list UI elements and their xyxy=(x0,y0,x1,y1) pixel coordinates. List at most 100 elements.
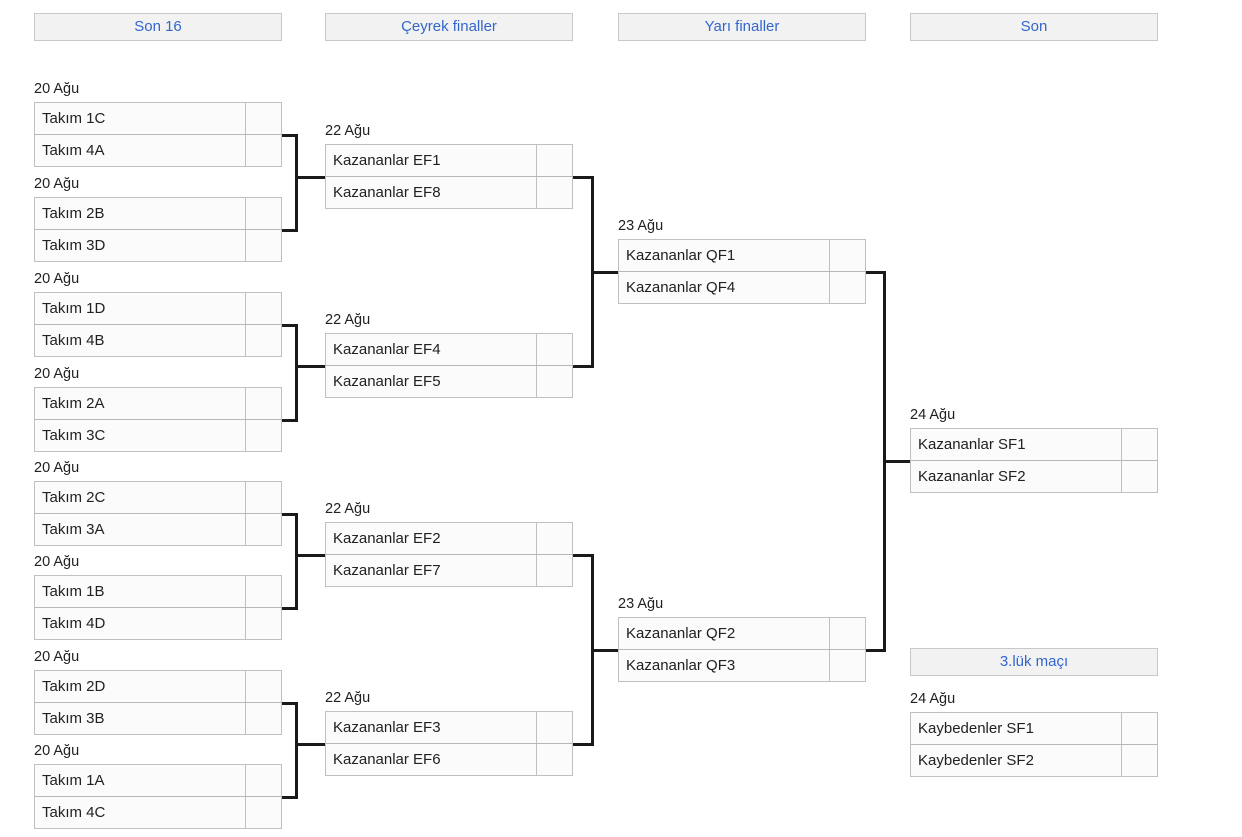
score-cell[interactable] xyxy=(829,272,865,304)
match-row-top[interactable]: Takım 1D xyxy=(35,293,281,325)
score-cell[interactable] xyxy=(829,240,865,271)
match-row-top[interactable]: Kazananlar EF3 xyxy=(326,712,572,744)
match-row-top[interactable]: Takım 2A xyxy=(35,388,281,420)
round-header-final[interactable]: Son xyxy=(910,13,1158,41)
match-row-bottom[interactable]: Kaybedenler SF2 xyxy=(911,745,1157,777)
team-name: Kazananlar EF2 xyxy=(333,529,441,547)
round-header-semifinals[interactable]: Yarı finaller xyxy=(618,13,866,41)
match-row-bottom[interactable]: Takım 3A xyxy=(35,514,281,546)
match-row-bottom[interactable]: Kazananlar QF3 xyxy=(619,650,865,682)
score-cell[interactable] xyxy=(245,576,281,607)
match-row-top[interactable]: Takım 1A xyxy=(35,765,281,797)
match-row-bottom[interactable]: Takım 4B xyxy=(35,325,281,357)
connector-stub-sf-final-1 xyxy=(866,649,886,652)
match-row-bottom[interactable]: Takım 3C xyxy=(35,420,281,452)
match-row-top[interactable]: Kaybedenler SF1 xyxy=(911,713,1157,745)
match-row-top[interactable]: Kazananlar SF1 xyxy=(911,429,1157,461)
score-cell[interactable] xyxy=(536,177,572,209)
team-name: Takım 2D xyxy=(42,677,106,695)
match-row-bottom[interactable]: Kazananlar EF7 xyxy=(326,555,572,587)
score-cell[interactable] xyxy=(245,765,281,796)
team-name: Kazananlar QF1 xyxy=(626,246,736,264)
match-row-bottom[interactable]: Takım 4C xyxy=(35,797,281,829)
score-cell[interactable] xyxy=(245,671,281,702)
score-cell[interactable] xyxy=(245,230,281,262)
match-date: 24 Ağu xyxy=(910,407,956,423)
score-cell[interactable] xyxy=(245,388,281,419)
round-header-third-place[interactable]: 3.lük maçı xyxy=(910,648,1158,676)
match-row-bottom[interactable]: Takım 4A xyxy=(35,135,281,167)
match-row-bottom[interactable]: Kazananlar EF8 xyxy=(326,177,572,209)
match-date: 20 Ağu xyxy=(34,743,80,759)
score-cell[interactable] xyxy=(1121,429,1157,460)
team-name: Takım 4B xyxy=(42,332,105,349)
match-row-bottom[interactable]: Takım 3B xyxy=(35,703,281,735)
score-cell[interactable] xyxy=(245,420,281,452)
match-box[interactable]: Takım 2A Takım 3C xyxy=(34,387,282,452)
score-cell[interactable] xyxy=(245,797,281,829)
score-cell[interactable] xyxy=(245,325,281,357)
score-cell[interactable] xyxy=(1121,713,1157,744)
match-row-top[interactable]: Takım 2D xyxy=(35,671,281,703)
match-row-bottom[interactable]: Kazananlar QF4 xyxy=(619,272,865,304)
score-cell[interactable] xyxy=(245,482,281,513)
match-date: 22 Ağu xyxy=(325,312,371,328)
score-cell[interactable] xyxy=(536,712,572,743)
score-cell[interactable] xyxy=(829,618,865,649)
connector-stub-r16-qf-2-0 xyxy=(282,513,298,516)
match-row-top[interactable]: Takım 1C xyxy=(35,103,281,135)
team-name: Takım 2A xyxy=(42,394,105,412)
match-box[interactable]: Takım 2D Takım 3B xyxy=(34,670,282,735)
match-date: 22 Ağu xyxy=(325,690,371,706)
score-cell[interactable] xyxy=(536,334,572,365)
score-cell[interactable] xyxy=(1121,461,1157,493)
match-row-top[interactable]: Kazananlar EF4 xyxy=(326,334,572,366)
score-cell[interactable] xyxy=(536,366,572,398)
round-header-quarterfinals[interactable]: Çeyrek finaller xyxy=(325,13,573,41)
match-box[interactable]: Takım 1B Takım 4D xyxy=(34,575,282,640)
score-cell[interactable] xyxy=(536,523,572,554)
score-cell[interactable] xyxy=(1121,745,1157,777)
match-row-top[interactable]: Kazananlar EF2 xyxy=(326,523,572,555)
score-cell[interactable] xyxy=(245,103,281,134)
score-cell[interactable] xyxy=(245,135,281,167)
match-row-bottom[interactable]: Kazananlar EF5 xyxy=(326,366,572,398)
match-row-bottom[interactable]: Kazananlar SF2 xyxy=(911,461,1157,493)
team-name: Takım 1B xyxy=(42,582,105,600)
score-cell[interactable] xyxy=(536,555,572,587)
match-row-top[interactable]: Kazananlar EF1 xyxy=(326,145,572,177)
match-row-top[interactable]: Takım 2B xyxy=(35,198,281,230)
score-cell[interactable] xyxy=(536,145,572,176)
match-row-bottom[interactable]: Kazananlar EF6 xyxy=(326,744,572,776)
score-cell[interactable] xyxy=(245,293,281,324)
score-cell[interactable] xyxy=(245,514,281,546)
score-cell[interactable] xyxy=(245,198,281,229)
connector-out-r16-qf-2 xyxy=(295,554,325,557)
match-box[interactable]: Takım 1D Takım 4B xyxy=(34,292,282,357)
match-row-top[interactable]: Kazananlar QF2 xyxy=(619,618,865,650)
match-row-bottom[interactable]: Takım 3D xyxy=(35,230,281,262)
match-row-bottom[interactable]: Takım 4D xyxy=(35,608,281,640)
score-cell[interactable] xyxy=(829,650,865,682)
score-cell[interactable] xyxy=(245,608,281,640)
score-cell[interactable] xyxy=(245,703,281,735)
match-row-top[interactable]: Kazananlar QF1 xyxy=(619,240,865,272)
connector-spine-r16-qf-1 xyxy=(295,324,298,422)
score-cell[interactable] xyxy=(536,744,572,776)
match-row-top[interactable]: Takım 2C xyxy=(35,482,281,514)
team-name: Takım 3C xyxy=(42,427,106,444)
match-row-top[interactable]: Takım 1B xyxy=(35,576,281,608)
round-header-round-of-16[interactable]: Son 16 xyxy=(34,13,282,41)
